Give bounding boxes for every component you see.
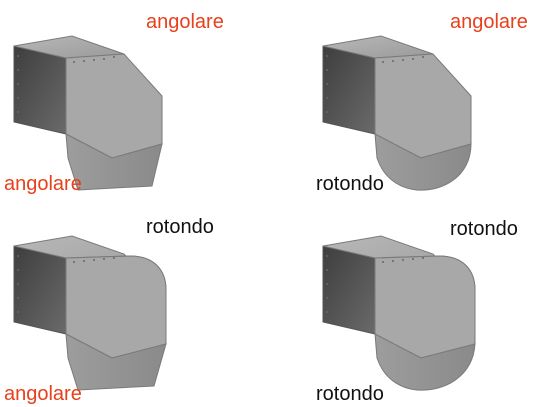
duct-elbow-round-angular-icon [13, 235, 167, 391]
top-edge-label: rotondo [450, 218, 518, 240]
duct-elbow-angular-angular-icon [13, 35, 163, 191]
variant-card-1: angolare angolare [0, 0, 273, 203]
top-edge-label: angolare [146, 11, 224, 33]
bottom-edge-label: rotondo [316, 383, 384, 405]
top-edge-label: rotondo [146, 216, 214, 238]
duct-elbow-angular-round-icon [322, 35, 472, 191]
top-edge-label: angolare [450, 11, 528, 33]
bottom-edge-label: rotondo [316, 173, 384, 195]
bottom-edge-label: angolare [4, 173, 82, 195]
variant-card-3: rotondo angolare [0, 204, 273, 407]
variant-card-2: angolare rotondo [273, 0, 546, 203]
duct-elbow-round-round-icon [322, 235, 476, 391]
bottom-edge-label: angolare [4, 383, 82, 405]
variant-card-4: rotondo rotondo [273, 204, 546, 407]
